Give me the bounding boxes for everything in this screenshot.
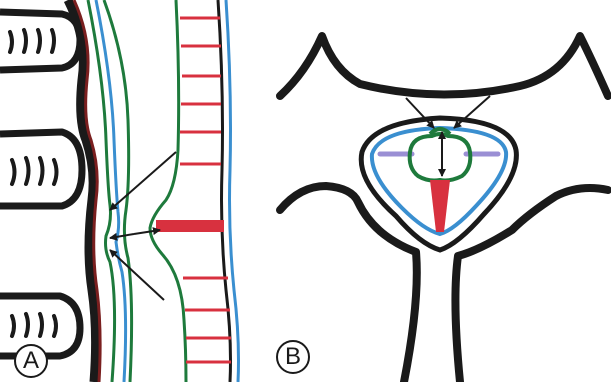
panel-b-axial-view xyxy=(280,36,608,382)
radial-vessels xyxy=(180,18,231,362)
arrow-horizontal-a-left xyxy=(110,234,134,238)
panel-a-sagittal-view xyxy=(0,0,239,382)
arrow-lower-a xyxy=(110,250,164,300)
compressed-vessel xyxy=(156,220,224,232)
spinal-cord-posterior-border xyxy=(150,0,186,382)
panel-label-b: B xyxy=(276,340,310,374)
panel-label-a: A xyxy=(14,344,48,378)
